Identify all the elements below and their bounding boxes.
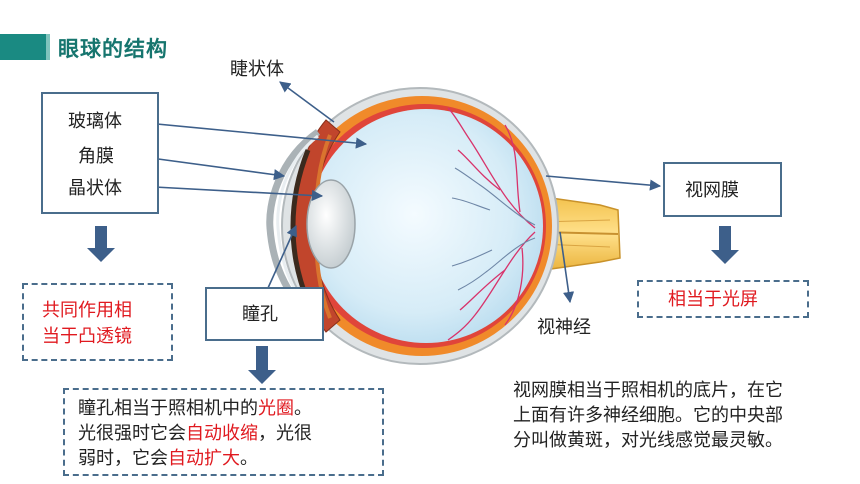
- pupil-note-line2: 光很强时它会自动收缩，光很: [78, 423, 312, 444]
- optic-nerve-pointer: [559, 231, 575, 304]
- lens-group-note-line2: 当于凸透镜: [42, 326, 132, 347]
- cornea-pointer: [135, 155, 286, 181]
- pupil-note-text: 瞳孔相当于照相机中的光圈。 光很强时它会自动收缩，光很 弱时，它会自动扩大。: [78, 396, 312, 471]
- retina-description: 视网膜相当于照相机的底片，在它 上面有许多神经细胞。它的中央部 分叫做黄斑，对光…: [513, 378, 783, 453]
- pupil-pointer: [267, 224, 297, 289]
- vitreous-shape: [309, 109, 543, 343]
- label-optic-nerve: 视神经: [537, 317, 591, 338]
- lens-shape: [306, 179, 356, 269]
- page-title: 眼球的结构: [58, 37, 168, 61]
- label-cornea: 角膜: [78, 146, 114, 167]
- retina-note-box: [637, 280, 809, 318]
- lens-group-down-arrow: [87, 226, 115, 262]
- label-vitreous: 玻璃体: [68, 111, 122, 132]
- title-accent-edge: [46, 34, 50, 60]
- label-retina: 视网膜: [685, 180, 739, 201]
- pupil-down-arrow: [248, 346, 276, 384]
- lens-group-note-box: [22, 283, 173, 361]
- pupil-note-line1: 瞳孔相当于照相机中的光圈。: [78, 398, 312, 419]
- retina-down-arrow: [711, 226, 739, 264]
- label-ciliary-body: 睫状体: [230, 59, 284, 80]
- pupil-note-box: [63, 388, 384, 476]
- retina-note-text: 相当于光屏: [668, 289, 758, 310]
- pupil-note-line3: 弱时，它会自动扩大。: [78, 448, 258, 469]
- lens-pointer: [135, 185, 324, 202]
- retina-pointer: [545, 175, 662, 191]
- title-accent-bar: [0, 34, 46, 60]
- blood-vessels: [447, 107, 536, 341]
- pupil-box: [205, 287, 324, 341]
- label-pupil: 瞳孔: [242, 304, 278, 325]
- retina-description-line3: 分叫做黄斑，对光线感觉最灵敏。: [513, 430, 783, 451]
- label-lens: 晶状体: [68, 178, 122, 199]
- vitreous-pointer: [135, 121, 368, 149]
- veins: [451, 167, 536, 291]
- lens-group-note-line1: 共同作用相: [42, 300, 132, 321]
- retina-description-line2: 上面有许多神经细胞。它的中央部: [513, 405, 783, 426]
- retina-description-line1: 视网膜相当于照相机的底片，在它: [513, 380, 783, 401]
- left-structures-box: [41, 92, 159, 214]
- ciliary-pointer: [279, 81, 335, 123]
- retina-box: [663, 162, 782, 217]
